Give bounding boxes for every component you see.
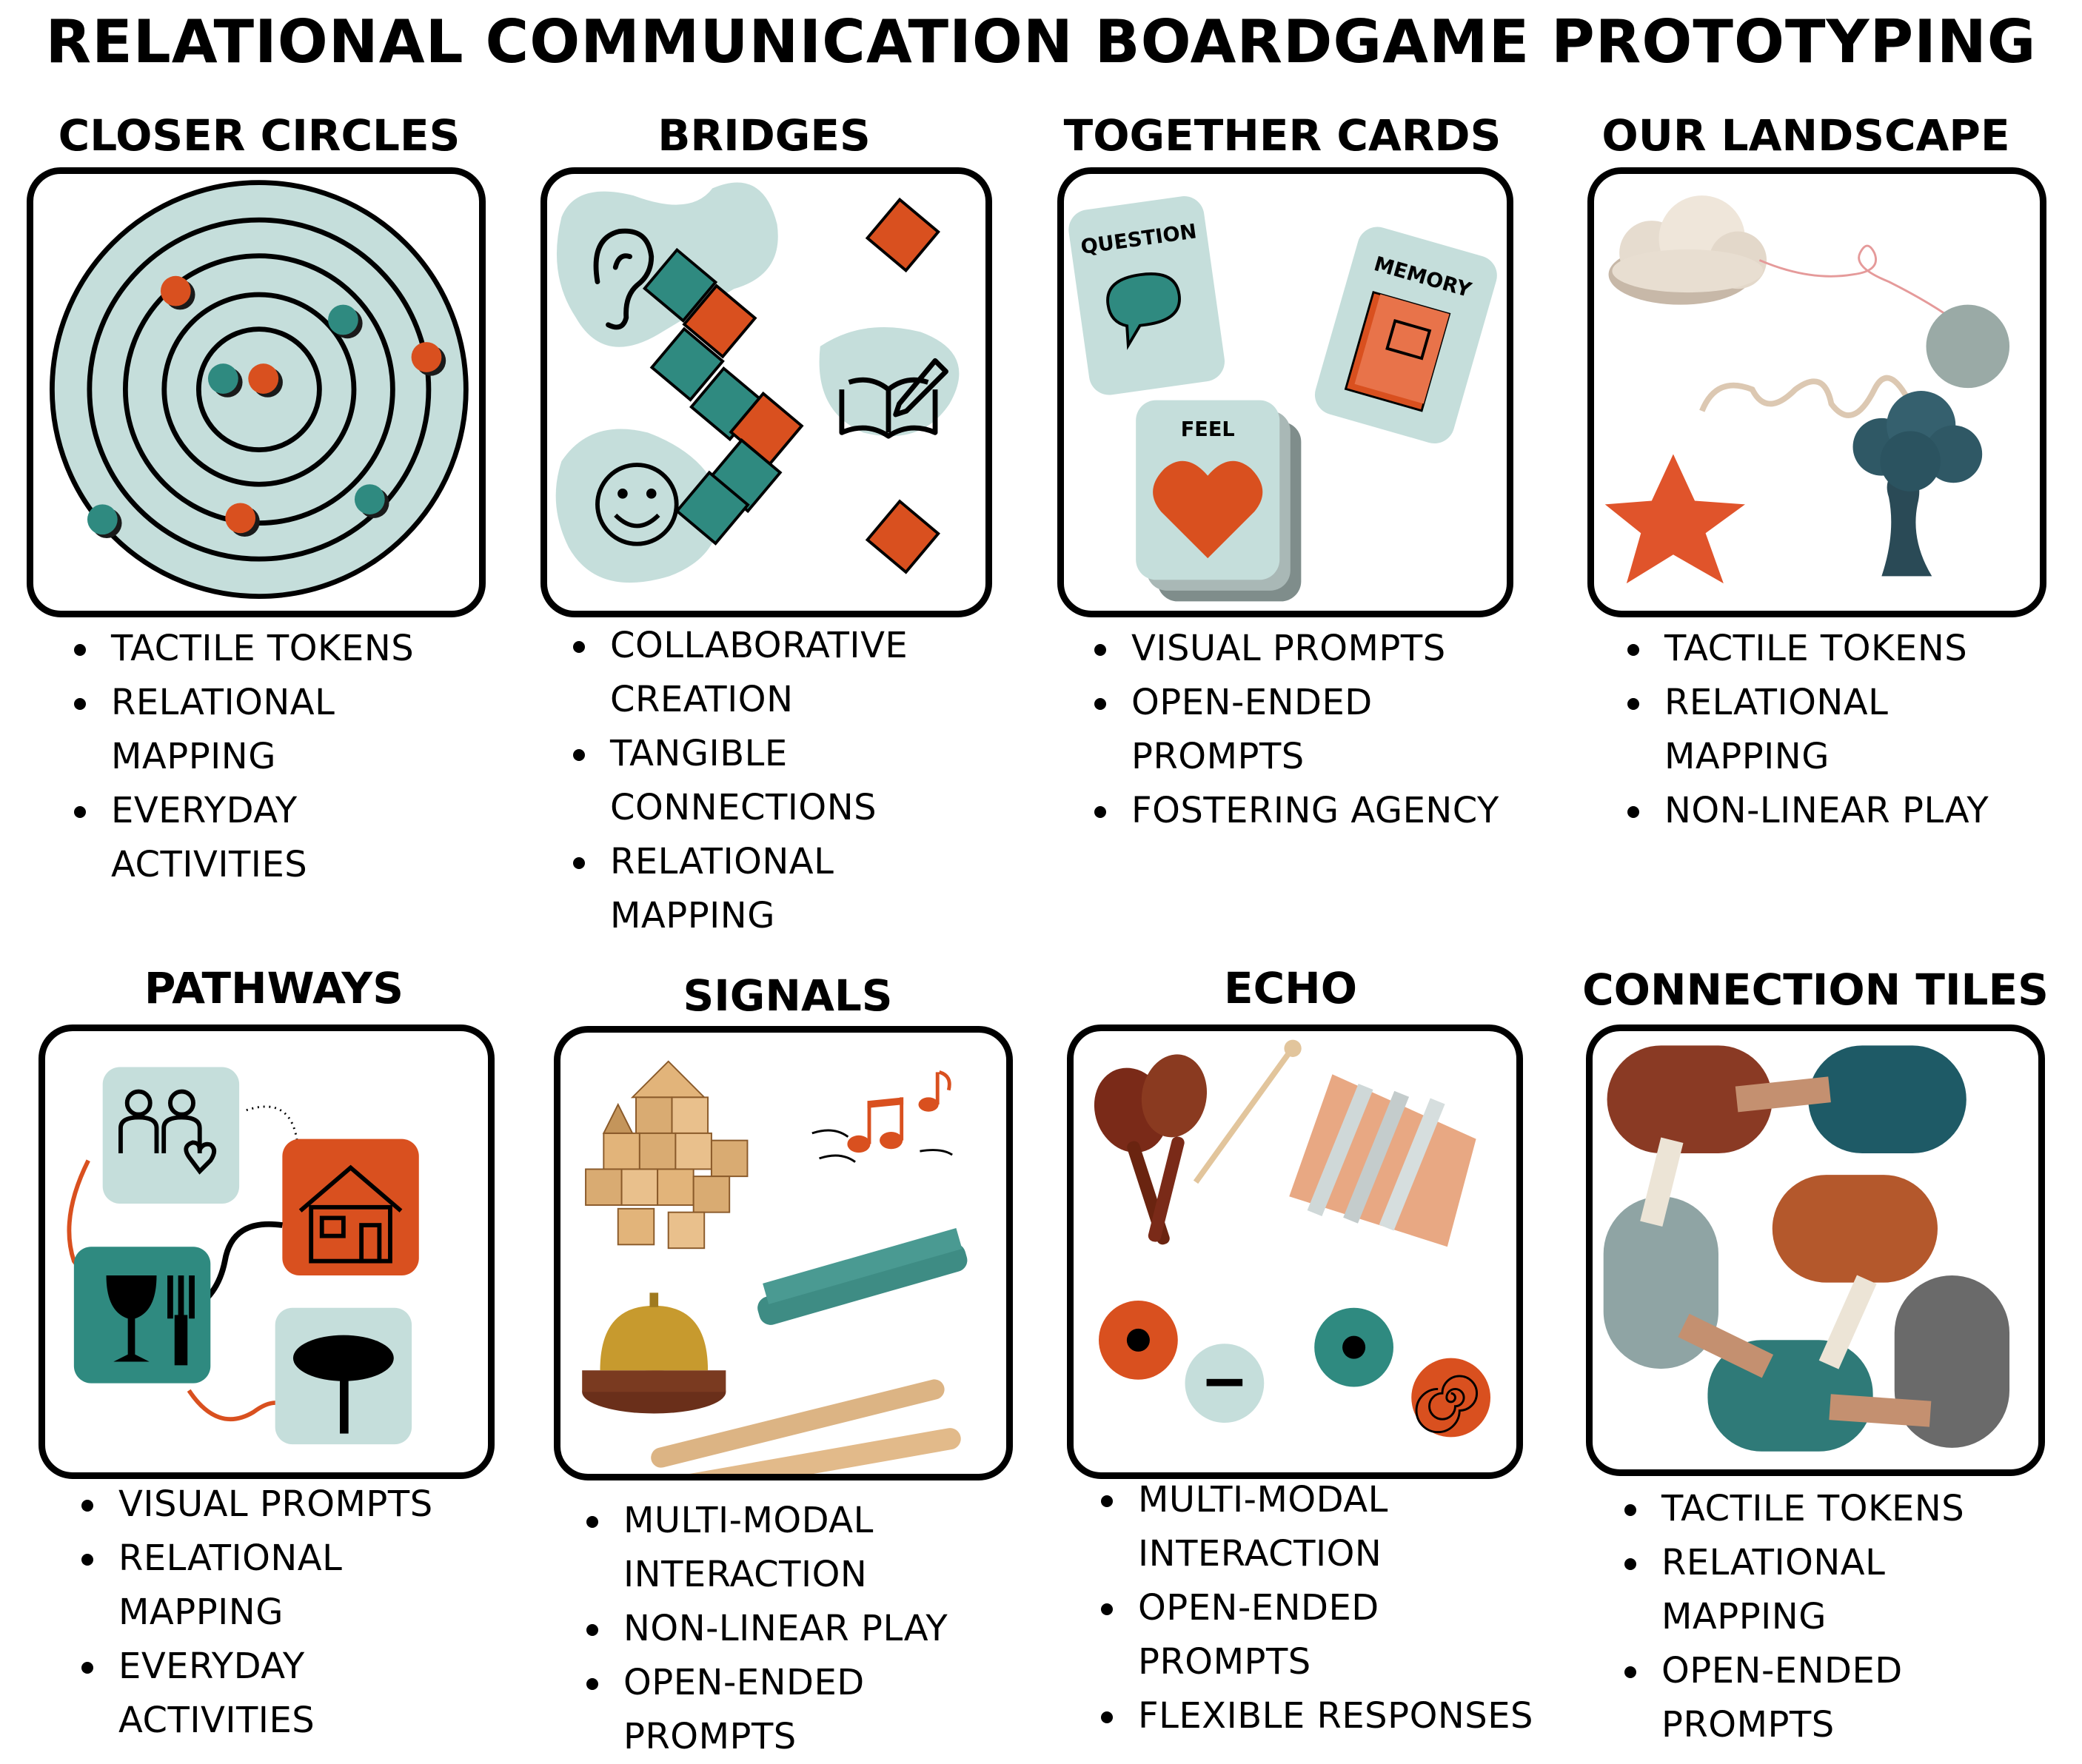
star-token [1604,454,1745,584]
wooden-blocks [585,1060,749,1250]
feature-item: OPEN-ENDED PROMPTS [1095,1581,1539,1689]
feature-list: TACTILE TOKENS RELATIONAL MAPPING NON-LI… [1621,622,2058,838]
feature-item: VISUAL PROMPTS [76,1478,505,1532]
feature-list: TACTILE TOKENS RELATIONAL MAPPING EVERYD… [68,622,483,892]
mint-blob [819,327,960,437]
our-landscape-illustration [1587,167,2046,617]
spiral-button [1411,1358,1491,1438]
feature-item: OPEN-ENDED PROMPTS [1619,1644,2055,1752]
feature-item: RELATIONAL MAPPING [567,835,1004,943]
feature-item: EVERYDAY ACTIVITIES [68,784,483,892]
game-title: CONNECTION TILES [1582,965,2049,1015]
feature-item: TACTILE TOKENS [1621,622,2058,676]
game-title: SIGNALS [683,970,893,1021]
game-bridges: BRIDGES [533,104,1007,936]
feature-item: OPEN-ENDED PROMPTS [1088,676,1533,784]
feature-item: FLEXIBLE RESPONSES [1095,1689,1539,1743]
speech-bubble-icon [1106,272,1181,350]
house-icon [298,1164,403,1264]
game-title: OUR LANDSCAPE [1601,110,2010,161]
pathways-illustration [39,1024,495,1479]
dining-icon [106,1275,195,1366]
feature-item: NON-LINEAR PLAY [1621,784,2058,838]
book-icon [839,358,948,439]
game-our-landscape: OUR LANDSCAPE TACTILE TOKENS [1577,104,2058,844]
grey-disc-token [1926,304,2010,389]
mint-blob [555,429,721,583]
echo-illustration [1067,1024,1523,1479]
game-title: TOGETHER CARDS [1063,110,1502,161]
tape-strips [1640,1076,1932,1427]
game-together-cards: TOGETHER CARDS QUESTION MEMORY [1051,104,1525,844]
feature-list: MULTI-MODAL INTERACTION NON-LINEAR PLAY … [580,1494,1025,1764]
book-icon [1344,290,1451,412]
bridges-illustration [540,167,992,617]
puzzle-chain [642,247,804,546]
game-connection-tiles: CONNECTION TILES TACTILE TOKENS RELATION… [1570,962,2058,1747]
feature-item: TACTILE TOKENS [68,622,483,676]
game-pathways: PATHWAYS [30,962,503,1747]
feature-item: VISUAL PROMPTS [1088,622,1533,676]
feature-item: RELATIONAL MAPPING [68,676,483,784]
tile [1772,1175,1938,1283]
closer-circles-illustration [27,167,486,617]
feature-item: NON-LINEAR PLAY [580,1602,1025,1656]
wooden-sticks [651,1379,961,1474]
feature-item: MULTI-MODAL INTERACTION [580,1494,1025,1602]
feature-item: TACTILE TOKENS [1619,1482,2055,1536]
tile [1808,1045,1966,1153]
maracas [1094,1054,1208,1245]
heart-icon [1153,460,1263,559]
service-bell [582,1292,726,1414]
concentric-circles-board [50,180,469,599]
game-closer-circles: CLOSER CIRCLES TACTILE TOKENS RELATIONAL… [22,104,496,903]
feature-list: MULTI-MODAL INTERACTION OPEN-ENDED PROMP… [1095,1473,1539,1743]
together-cards-illustration: QUESTION MEMORY FEEL [1057,167,1513,617]
tile [1607,1045,1773,1153]
game-title: PATHWAYS [144,963,404,1013]
comb [757,1228,968,1325]
feature-list: COLLABORATIVE CREATION TANGIBLE CONNECTI… [567,619,1004,943]
feature-item: RELATIONAL MAPPING [1621,676,2058,784]
signals-illustration [554,1026,1013,1480]
question-card: QUESTION [1068,196,1225,395]
game-title: CLOSER CIRCLES [58,110,461,161]
smiley-icon [595,463,679,546]
feature-list: VISUAL PROMPTS OPEN-ENDED PROMPTS FOSTER… [1088,622,1533,838]
thread-line [1758,244,1961,326]
family-icon [118,1089,217,1175]
feature-item: OPEN-ENDED PROMPTS [580,1656,1025,1764]
sound-lines [811,1129,953,1163]
puzzle-piece-icon [865,197,940,574]
memory-card: MEMORY [1314,227,1497,444]
page-title: RELATIONAL COMMUNICATION BOARDGAME PROTO… [45,7,2037,76]
ear-icon [593,228,655,330]
mallet [1193,1050,1292,1184]
game-signals: SIGNALS [548,970,1022,1757]
feature-item: EVERYDAY ACTIVITIES [76,1640,505,1748]
tree-icon [292,1335,394,1434]
cloud-token [1608,195,1767,305]
feature-item: RELATIONAL MAPPING [1619,1536,2055,1644]
feature-item: TANGIBLE CONNECTIONS [567,727,1004,835]
chime-bars [1289,1074,1476,1247]
game-title: ECHO [1223,963,1358,1013]
feature-list: VISUAL PROMPTS RELATIONAL MAPPING EVERYD… [76,1478,505,1748]
tactile-tokens [87,275,446,538]
feature-item: FOSTERING AGENCY [1088,784,1533,838]
feature-item: MULTI-MODAL INTERACTION [1095,1473,1539,1581]
feel-card-stack: FEEL [1136,400,1302,602]
connection-tiles-illustration [1586,1024,2045,1476]
music-notes-icon [847,1070,951,1153]
feature-item: RELATIONAL MAPPING [76,1532,505,1640]
game-echo: ECHO MU [1062,962,1536,1747]
game-title: BRIDGES [657,110,871,161]
svg-text:FEEL: FEEL [1181,418,1235,441]
feature-item: COLLABORATIVE CREATION [567,619,1004,727]
feature-list: TACTILE TOKENS RELATIONAL MAPPING OPEN-E… [1619,1482,2055,1752]
tree-token [1852,391,1983,577]
